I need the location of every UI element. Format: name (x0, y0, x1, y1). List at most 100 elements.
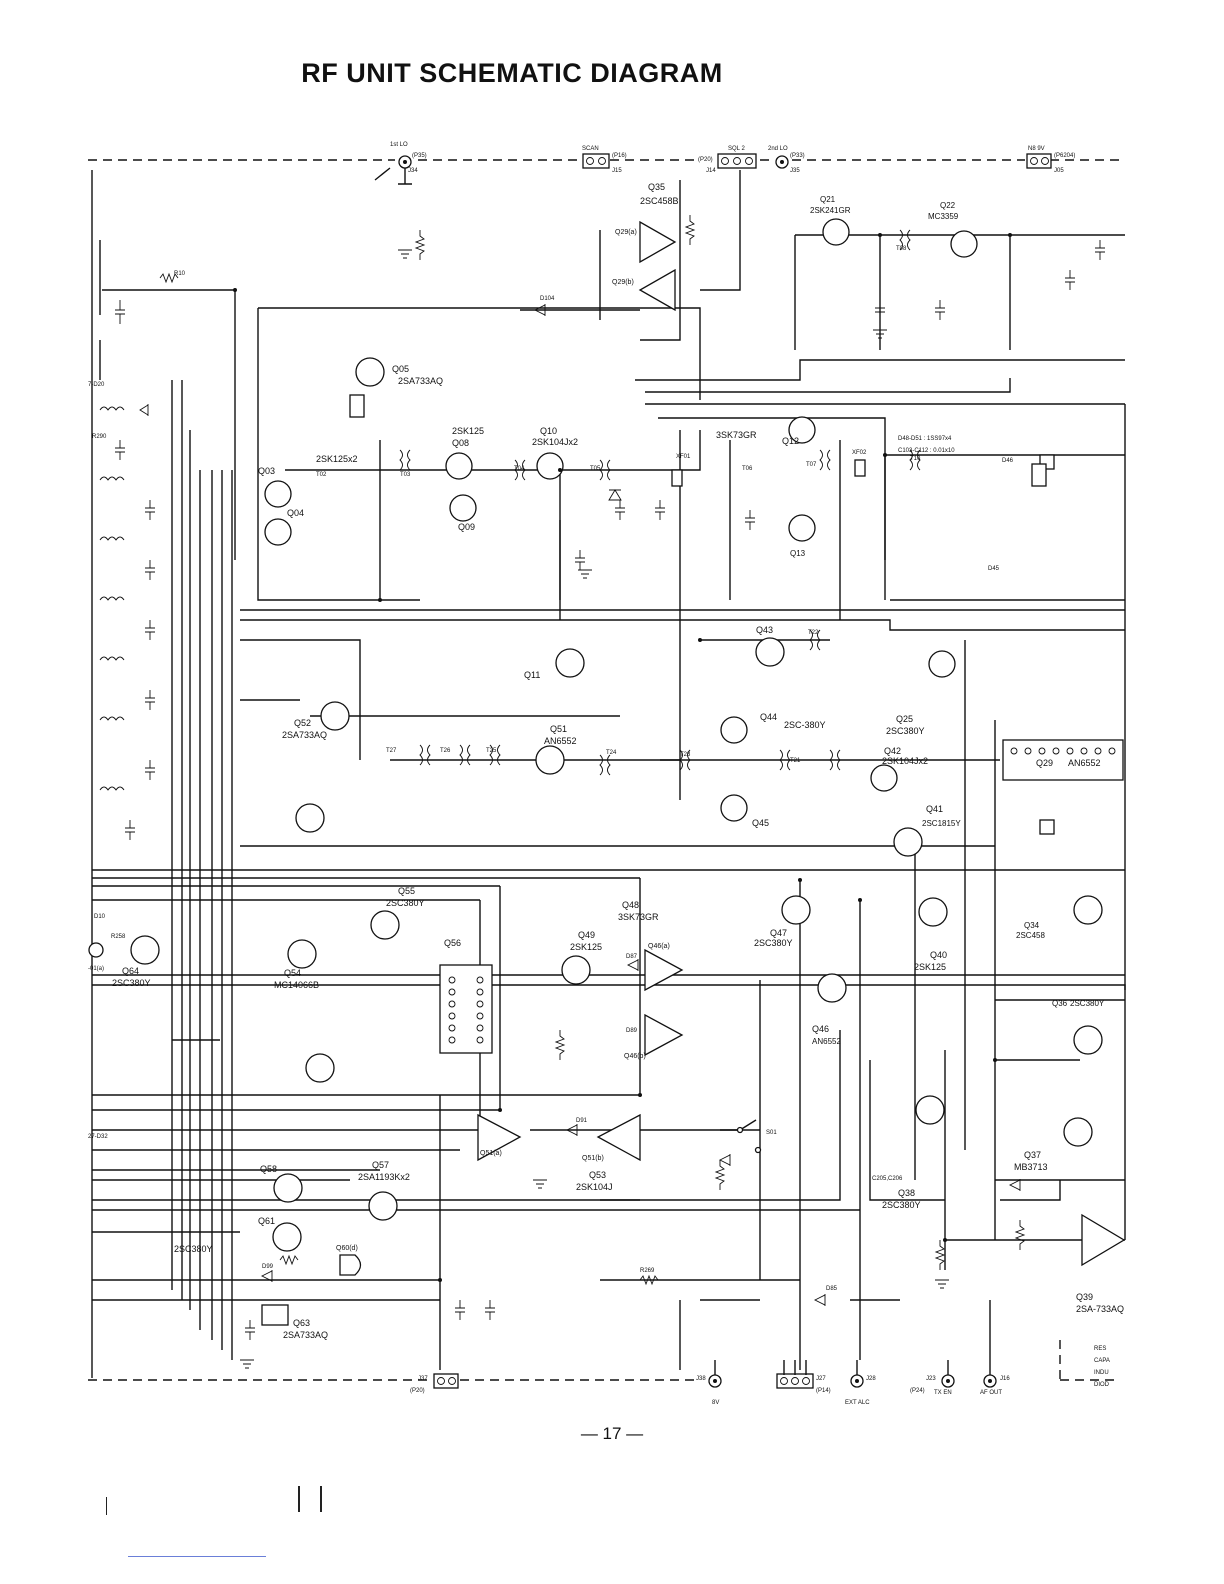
svg-text:MB3713: MB3713 (1014, 1162, 1048, 1172)
svg-text:N8 9V: N8 9V (1028, 146, 1045, 152)
svg-text:J14: J14 (706, 168, 716, 174)
svg-text:D46: D46 (1002, 458, 1014, 464)
svg-text:SCAN: SCAN (582, 146, 599, 152)
svg-text:2SK125x2: 2SK125x2 (316, 454, 358, 464)
svg-text:T07: T07 (806, 462, 817, 468)
svg-text:TX EN: TX EN (934, 1390, 952, 1396)
device-symbols (88, 218, 1103, 1252)
svg-text:2SC-380Y: 2SC-380Y (784, 720, 826, 730)
svg-text:EXT ALC: EXT ALC (845, 1400, 870, 1406)
svg-text:Q29: Q29 (1036, 758, 1053, 768)
ic-q46-opamp-b: Q46(b) (624, 1013, 684, 1060)
connector-1st-lo: 1st LO (P35) J34 (374, 142, 427, 185)
svg-text:RES: RES (1094, 1346, 1106, 1352)
svg-text:Q05: Q05 (392, 364, 409, 374)
svg-text:INDU: INDU (1094, 1370, 1109, 1376)
svg-text:J27: J27 (816, 1376, 826, 1382)
svg-text:Q58: Q58 (260, 1164, 277, 1174)
svg-text:2SC458B: 2SC458B (640, 196, 679, 206)
svg-text:Q51(a): Q51(a) (480, 1150, 502, 1157)
svg-text:J16: J16 (1000, 1376, 1010, 1382)
svg-text:Q29(a): Q29(a) (615, 229, 637, 236)
connector-8v: J38 8V (696, 1374, 722, 1406)
svg-text:T23: T23 (680, 752, 691, 758)
svg-text:T02: T02 (316, 472, 327, 478)
ic-q37-mb3713 (1081, 1213, 1126, 1267)
svg-text:T05: T05 (590, 466, 601, 472)
svg-text:Q41: Q41 (926, 804, 943, 814)
svg-text:Q44: Q44 (760, 712, 777, 722)
svg-text:2SK125: 2SK125 (914, 962, 946, 972)
svg-text:D87: D87 (626, 954, 638, 960)
svg-text:J05: J05 (1054, 168, 1064, 174)
svg-text:Q48: Q48 (622, 900, 639, 910)
svg-text:(P33): (P33) (790, 153, 805, 159)
svg-text:Q35: Q35 (648, 182, 665, 192)
svg-text:2SK104Jx2: 2SK104Jx2 (882, 756, 928, 766)
scan-speck (106, 1497, 107, 1515)
svg-text:T25: T25 (486, 748, 497, 754)
svg-text:R290: R290 (92, 434, 107, 440)
svg-text:Q55: Q55 (398, 886, 415, 896)
svg-text:2SA733AQ: 2SA733AQ (283, 1330, 328, 1340)
passive-components (99, 215, 1105, 1369)
svg-text:Q57: Q57 (372, 1160, 389, 1170)
svg-text:Q37: Q37 (1024, 1150, 1041, 1160)
svg-text:(P20): (P20) (698, 157, 713, 163)
page-number: — 17 — (580, 1424, 644, 1443)
ic-q60-gate: Q60(d) (336, 1245, 362, 1276)
svg-text:MC14066B: MC14066B (274, 980, 319, 990)
svg-text:D10: D10 (94, 914, 106, 920)
svg-text:(P24): (P24) (910, 1388, 925, 1394)
svg-text:J28: J28 (866, 1376, 876, 1382)
svg-text:Q36: Q36 (1052, 999, 1068, 1008)
svg-text:D99: D99 (262, 1264, 274, 1270)
svg-text:J37: J37 (418, 1376, 428, 1382)
svg-text:XF02: XF02 (852, 450, 867, 456)
svg-text:Q49: Q49 (578, 930, 595, 940)
wiring (91, 170, 1126, 1378)
svg-text:D48-D51 : 1SS97x4: D48-D51 : 1SS97x4 (898, 436, 952, 442)
svg-text:(P16): (P16) (612, 153, 627, 159)
connector-n8-9v: N8 9V (P6204) J05 (1026, 146, 1075, 174)
ic-q51-opamp-b: Q51(b) (582, 1113, 641, 1162)
svg-text:Q47: Q47 (770, 928, 787, 938)
svg-text:Q13: Q13 (790, 549, 806, 558)
svg-text:2nd LO: 2nd LO (768, 146, 788, 152)
connector-2nd-lo: 2nd LO (P33) J35 (768, 146, 805, 174)
page-title: RF UNIT SCHEMATIC DIAGRAM (301, 58, 723, 88)
svg-text:T24: T24 (606, 750, 617, 756)
svg-text:J34: J34 (408, 168, 418, 174)
svg-text:Q03: Q03 (258, 466, 275, 476)
svg-text:D89: D89 (626, 1028, 638, 1034)
connector-sql-2: SQL 2 (P20) J14 (698, 146, 757, 174)
svg-text:J35: J35 (790, 168, 800, 174)
svg-text:Q39: Q39 (1076, 1292, 1093, 1302)
svg-text:T10: T10 (910, 456, 921, 462)
connector-scan: SCAN (P16) J15 (582, 146, 627, 174)
svg-text:T27: T27 (386, 748, 397, 754)
svg-text:(P14): (P14) (816, 1388, 831, 1394)
ic-q54-mc14066b (439, 964, 493, 1054)
svg-text:Q12: Q12 (782, 436, 799, 446)
svg-text:Q04: Q04 (287, 508, 304, 518)
svg-text:-01(a): -01(a) (88, 966, 104, 972)
svg-text:Q29(b): Q29(b) (612, 279, 634, 286)
svg-text:D91: D91 (576, 1118, 588, 1124)
svg-text:2SA733AQ: 2SA733AQ (398, 376, 443, 386)
svg-text:Q09: Q09 (458, 522, 475, 532)
connector-af-out: AF OUT J16 (980, 1374, 1010, 1396)
svg-text:8V: 8V (712, 1400, 719, 1406)
svg-text:2SC1815Y: 2SC1815Y (922, 819, 961, 828)
svg-text:Q51(b): Q51(b) (582, 1155, 604, 1162)
svg-text:(P20): (P20) (410, 1388, 425, 1394)
connector-j27: J27 (P14) (776, 1373, 831, 1394)
svg-text:2SC380Y: 2SC380Y (886, 726, 925, 736)
svg-text:2SK125: 2SK125 (452, 426, 484, 436)
svg-text:C205,C206: C205,C206 (872, 1176, 903, 1182)
device-labels: Q05 2SA733AQ Q03 2SK125x2 Q04 Q08 2SK125… (112, 182, 1124, 1340)
svg-text:Q22: Q22 (940, 201, 956, 210)
svg-text:1st LO: 1st LO (390, 142, 408, 148)
svg-text:R269: R269 (640, 1268, 655, 1274)
